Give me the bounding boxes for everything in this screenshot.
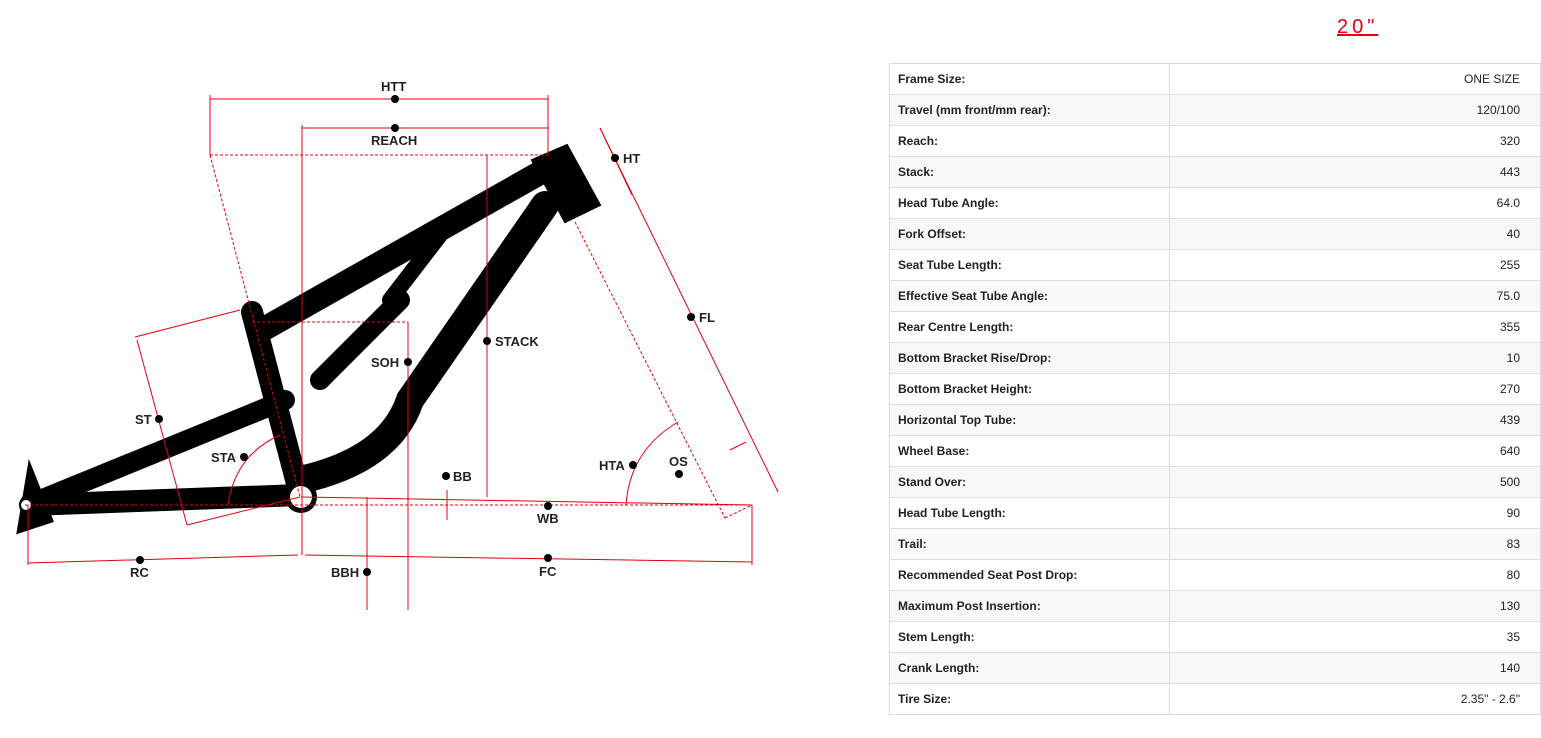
table-row: Seat Tube Length:255 [889,249,1541,281]
label-rc: RC [130,565,149,580]
label-sta: STA [211,450,237,465]
label-ht: HT [623,151,640,166]
label-bbh: BBH [331,565,359,580]
table-row: Trail:83 [889,528,1541,560]
row-value: 443 [1169,156,1541,188]
row-value: 255 [1169,249,1541,281]
table-row: Tire Size:2.35" - 2.6" [889,683,1541,715]
row-value: 355 [1169,311,1541,343]
table-row: Recommended Seat Post Drop:80 [889,559,1541,591]
table-row: Frame Size:ONE SIZE [889,63,1541,95]
row-value: 75.0 [1169,280,1541,312]
row-value: 10 [1169,342,1541,374]
table-row: Crank Length:140 [889,652,1541,684]
row-value: 64.0 [1169,187,1541,219]
row-label: Seat Tube Length: [889,249,1170,281]
table-row: Bottom Bracket Height:270 [889,373,1541,405]
label-soh: SOH [371,355,399,370]
table-row: Effective Seat Tube Angle:75.0 [889,280,1541,312]
row-value: 80 [1169,559,1541,591]
row-label: Rear Centre Length: [889,311,1170,343]
row-label: Bottom Bracket Rise/Drop: [889,342,1170,374]
row-value: 83 [1169,528,1541,560]
table-row: Stem Length:35 [889,621,1541,653]
label-os: OS [669,454,688,469]
row-value: ONE SIZE [1169,63,1541,95]
row-label: Crank Length: [889,652,1170,684]
row-label: Head Tube Angle: [889,187,1170,219]
table-row: Rear Centre Length:355 [889,311,1541,343]
label-fl: FL [699,310,715,325]
label-wb: WB [537,511,559,526]
row-value: 320 [1169,125,1541,157]
table-row: Stand Over:500 [889,466,1541,498]
row-value: 40 [1169,218,1541,250]
table-row: Bottom Bracket Rise/Drop:10 [889,342,1541,374]
row-value: 439 [1169,404,1541,436]
row-label: Effective Seat Tube Angle: [889,280,1170,312]
table-row: Maximum Post Insertion:130 [889,590,1541,622]
row-label: Trail: [889,528,1170,560]
label-stack: STACK [495,334,539,349]
row-value: 640 [1169,435,1541,467]
row-value: 500 [1169,466,1541,498]
row-label: Stem Length: [889,621,1170,653]
row-label: Recommended Seat Post Drop: [889,559,1170,591]
dimension-labels: HTT REACH HT FL STACK SOH ST STA BB HTA … [130,79,715,580]
row-label: Head Tube Length: [889,497,1170,529]
table-row: Horizontal Top Tube:439 [889,404,1541,436]
row-value: 270 [1169,373,1541,405]
row-label: Horizontal Top Tube: [889,404,1170,436]
row-label: Stack: [889,156,1170,188]
row-value: 130 [1169,590,1541,622]
row-label: Fork Offset: [889,218,1170,250]
dimension-lines [25,95,779,610]
label-htt: HTT [381,79,406,94]
table-row: Stack:443 [889,156,1541,188]
table-row: Fork Offset:40 [889,218,1541,250]
label-bb: BB [453,469,472,484]
table-row: Head Tube Angle:64.0 [889,187,1541,219]
size-tab-20[interactable]: 20" [1337,16,1379,38]
label-hta: HTA [599,458,625,473]
row-value: 35 [1169,621,1541,653]
row-label: Reach: [889,125,1170,157]
table-row: Travel (mm front/mm rear):120/100 [889,94,1541,126]
label-st: ST [135,412,152,427]
row-value: 120/100 [1169,94,1541,126]
table-row: Head Tube Length:90 [889,497,1541,529]
label-reach: REACH [371,133,417,148]
table-row: Wheel Base:640 [889,435,1541,467]
row-label: Wheel Base: [889,435,1170,467]
row-value: 140 [1169,652,1541,684]
row-label: Travel (mm front/mm rear): [889,94,1170,126]
geometry-diagram: HTT REACH HT FL STACK SOH ST STA BB HTA … [16,79,779,610]
row-value: 90 [1169,497,1541,529]
row-label: Frame Size: [889,63,1170,95]
row-label: Stand Over: [889,466,1170,498]
row-label: Bottom Bracket Height: [889,373,1170,405]
label-fc: FC [539,564,557,579]
row-label: Maximum Post Insertion: [889,590,1170,622]
table-row: Reach:320 [889,125,1541,157]
row-value: 2.35" - 2.6" [1169,683,1541,715]
row-label: Tire Size: [889,683,1170,715]
